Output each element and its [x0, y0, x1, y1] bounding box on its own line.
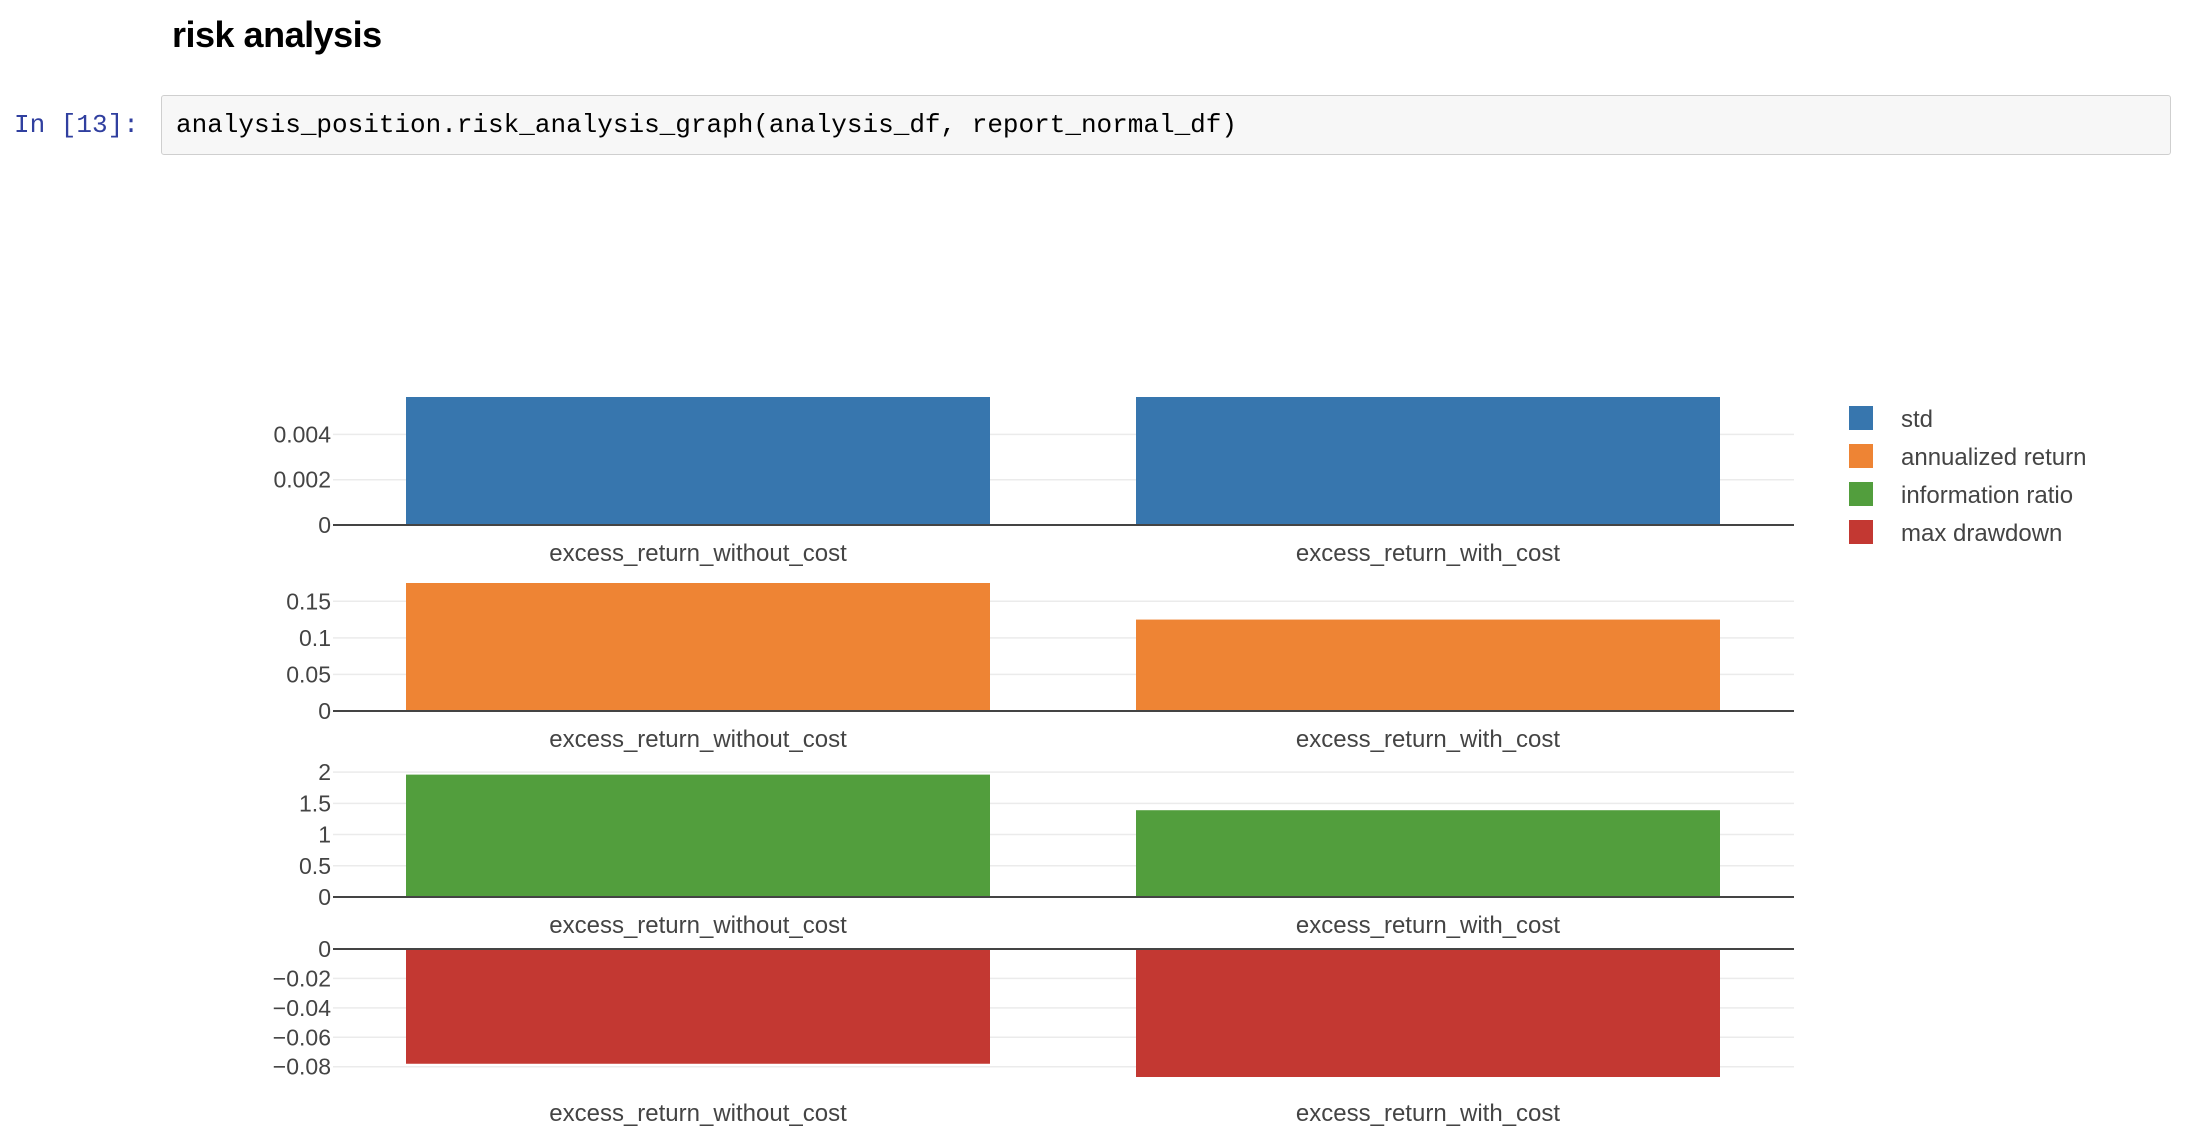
x-tick-label: excess_return_without_cost	[549, 912, 847, 939]
legend-label-annualized-return: annualized return	[1901, 444, 2086, 471]
bar-max-drawdown-2	[1136, 949, 1720, 1077]
legend-swatch-annualized-return	[1849, 444, 1873, 468]
code-text[interactable]: analysis_position.risk_analysis_graph(an…	[176, 110, 1237, 140]
y-tick-label: −0.06	[273, 1024, 331, 1050]
y-tick-label: 0.5	[299, 853, 331, 879]
y-tick-label: 0.002	[273, 467, 331, 493]
x-tick-label: excess_return_without_cost	[549, 540, 847, 567]
x-tick-label: excess_return_with_cost	[1296, 912, 1560, 939]
cell-prompt: In [13]:	[14, 110, 139, 140]
y-tick-label: −0.08	[273, 1054, 331, 1080]
bar-information-ratio-2	[1136, 810, 1720, 897]
legend-swatch-max-drawdown	[1849, 520, 1873, 544]
y-tick-label: 2	[318, 759, 331, 785]
y-tick-label: 0.1	[299, 625, 331, 651]
x-tick-label: excess_return_with_cost	[1296, 1100, 1560, 1127]
y-tick-label: 1	[318, 822, 331, 848]
code-cell[interactable]: analysis_position.risk_analysis_graph(an…	[161, 95, 2171, 155]
bar-std-1	[406, 397, 990, 525]
bar-information-ratio-1	[406, 774, 990, 897]
legend-swatch-information-ratio	[1849, 482, 1873, 506]
x-tick-label: excess_return_without_cost	[549, 1100, 847, 1127]
x-tick-label: excess_return_without_cost	[549, 726, 847, 753]
legend-label-std: std	[1901, 406, 1933, 433]
y-tick-label: 0.15	[286, 588, 331, 614]
bar-annualized-return-1	[406, 583, 990, 711]
y-tick-label: 0	[318, 884, 331, 910]
x-tick-label: excess_return_with_cost	[1296, 540, 1560, 567]
legend-swatch-std	[1849, 406, 1873, 430]
y-tick-label: 0	[318, 936, 331, 962]
y-tick-label: 0	[318, 512, 331, 538]
legend-label-max-drawdown: max drawdown	[1901, 520, 2062, 547]
section-heading: risk analysis	[172, 14, 382, 55]
y-tick-label: 0.05	[286, 661, 331, 687]
bar-std-2	[1136, 397, 1720, 525]
x-tick-label: excess_return_with_cost	[1296, 726, 1560, 753]
y-tick-label: −0.04	[273, 995, 331, 1021]
legend-label-information-ratio: information ratio	[1901, 482, 2073, 509]
bar-annualized-return-2	[1136, 619, 1720, 711]
y-tick-label: −0.02	[273, 965, 331, 991]
y-tick-label: 0.004	[273, 421, 331, 447]
bar-max-drawdown-1	[406, 949, 990, 1064]
y-tick-label: 0	[318, 698, 331, 724]
y-tick-label: 1.5	[299, 790, 331, 816]
